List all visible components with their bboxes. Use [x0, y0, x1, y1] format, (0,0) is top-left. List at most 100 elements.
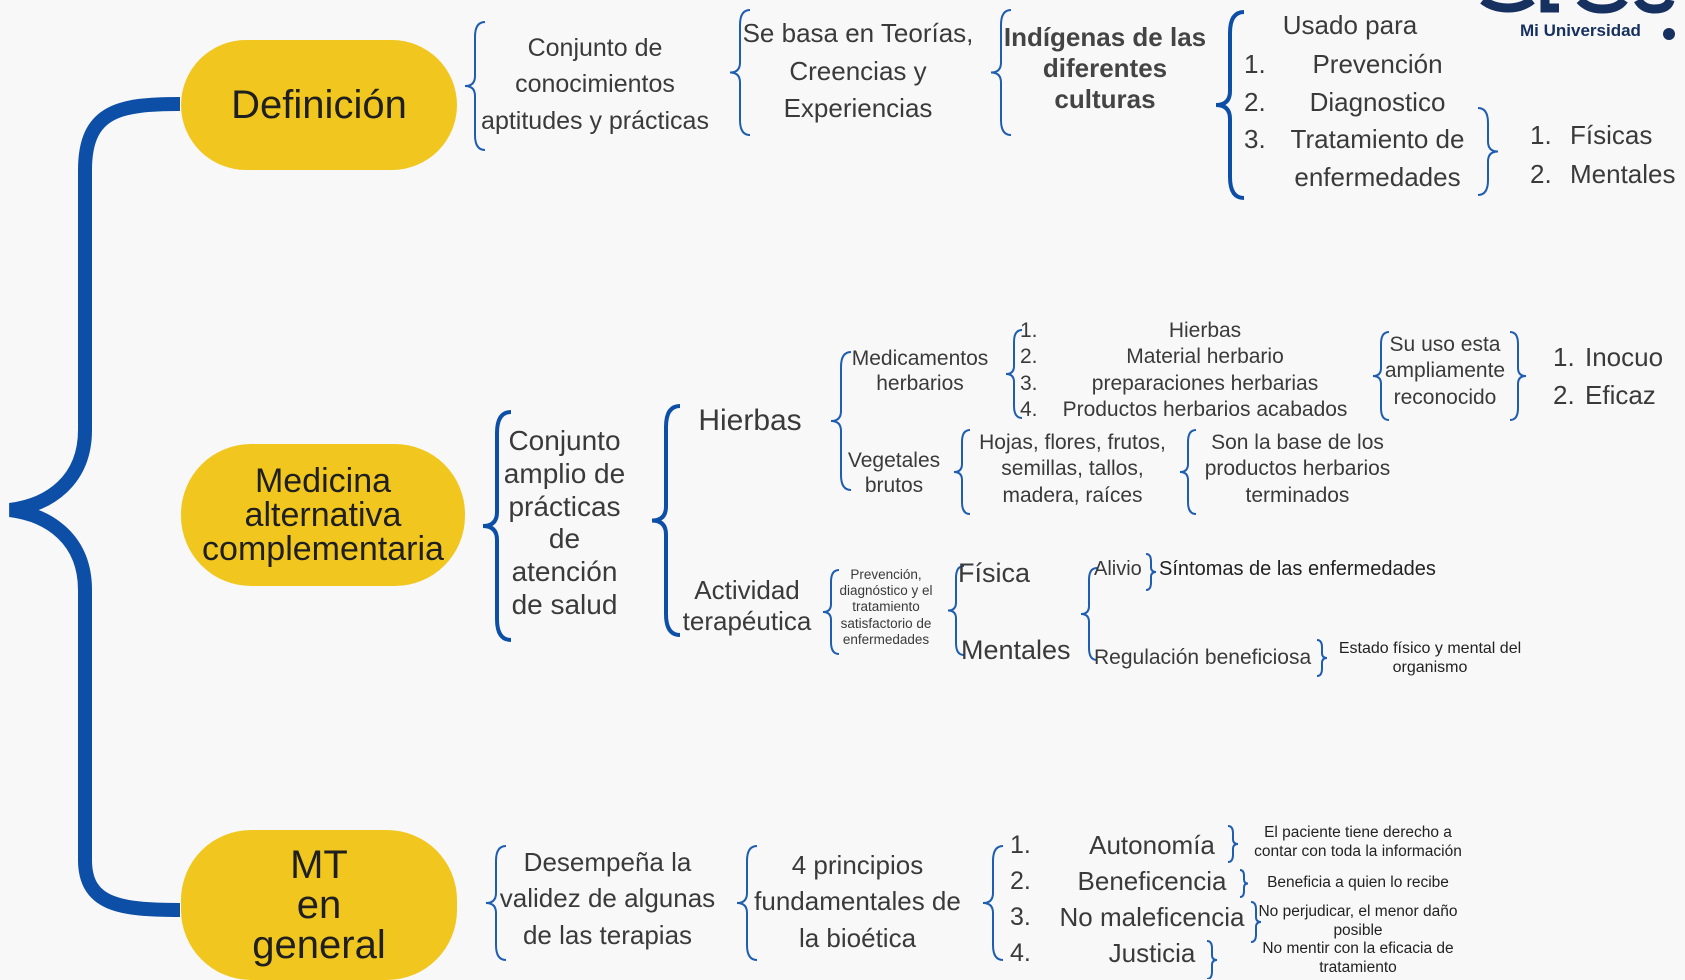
- brace-uso: [1372, 331, 1390, 421]
- main-brace: [8, 97, 181, 917]
- medicina-conjunto: Conjunto amplio de prácticas de atención…: [503, 425, 626, 620]
- logo-text: Mi Universidad: [1520, 21, 1641, 40]
- definicion-indigenas: Indígenas de las diferentes culturas: [1003, 22, 1207, 115]
- list-item-number: 3.: [1244, 124, 1266, 155]
- brace-justicia: [1206, 940, 1218, 979]
- list-item: 1. Prevención: [1244, 46, 1475, 84]
- list-item: 2. Material herbario: [1020, 344, 1360, 370]
- list-item-label: Tratamiento de enfermedades: [1290, 124, 1465, 193]
- medicina-alivio: Alivio: [1094, 558, 1142, 580]
- brace-beneficencia: [1239, 869, 1249, 898]
- principle-number: 3.: [1010, 903, 1031, 931]
- medicina-hierbas: Hierbas: [698, 404, 802, 437]
- logo: [1480, 0, 1675, 40]
- brace-uso-list: [1509, 331, 1527, 421]
- brace-definicion-conjunto: [464, 21, 486, 151]
- definicion-teorias: Se basa en Teorías, Creencias y Experien…: [742, 18, 974, 124]
- list-item-label: preparaciones herbarias: [1091, 371, 1319, 395]
- brace-med-list: [1005, 329, 1023, 419]
- principle-number: 4.: [1010, 939, 1031, 967]
- list-item-label: Inocuo: [1585, 342, 1664, 372]
- medicina-uso: Su uso esta ampliamente reconocido: [1384, 333, 1506, 409]
- principle-description: No mentir con la eficacia de tratamiento: [1262, 940, 1454, 976]
- principle-label: Justicia: [1108, 938, 1196, 968]
- list-item-number: 2.: [1553, 379, 1575, 410]
- list-item-number: 2.: [1530, 159, 1552, 189]
- brace-no-maleficencia: [1250, 901, 1262, 943]
- brace-mt-principios: [736, 845, 758, 961]
- list-item-number: 1.: [1530, 120, 1552, 150]
- list-item: 1.Inocuo: [1553, 339, 1663, 377]
- brace-alivio-regulacion: [1080, 567, 1098, 661]
- list-item-label: Prevención: [1312, 49, 1443, 79]
- brace-autonomia: [1227, 825, 1239, 863]
- principle-description: El paciente tiene derecho a contar con t…: [1254, 824, 1462, 860]
- list-item-number: 1.: [1020, 319, 1038, 342]
- list-item-number: 4.: [1020, 397, 1038, 421]
- principle-number: 1.: [1010, 831, 1031, 859]
- medicina-medicamentos: Medicamentos herbarios: [851, 347, 989, 396]
- list-item-label: Hierbas: [1168, 319, 1242, 342]
- medicina-sintomas: Síntomas de las enfermedades: [1159, 558, 1436, 580]
- brace-regulacion: [1316, 639, 1328, 677]
- brace-mt-desempena: [485, 845, 507, 961]
- definicion-usos-list: 1. Prevención 2. Diagnostico 3. Tratamiento d…: [1244, 46, 1475, 197]
- node-mt-general: MT en general: [181, 830, 457, 980]
- list-item-number: 3.: [1020, 371, 1038, 395]
- brace-mt-list: [982, 845, 1004, 961]
- brace-usado-para: [1215, 10, 1245, 200]
- principle-label: Autonomía: [1089, 830, 1215, 860]
- node-medicina-alternativa: Medicina alternativa complementaria: [181, 444, 465, 586]
- brace-alivio: [1145, 553, 1157, 591]
- medicina-partes: Hojas, flores, frutos, semillas, tallos,…: [979, 431, 1166, 507]
- medicina-estado: Estado físico y mental del organismo: [1338, 640, 1522, 677]
- brace-base: [1179, 429, 1197, 515]
- list-item: 2. Diagnostico: [1244, 84, 1475, 122]
- list-item: 3. preparaciones herbarias: [1020, 371, 1360, 397]
- medicina-prevencion: Prevención, diagnóstico y el tratamiento…: [839, 567, 933, 647]
- brace-teorias: [729, 9, 751, 136]
- list-item: 3. Tratamiento de enfermedades: [1244, 121, 1475, 196]
- list-item-number: 2.: [1020, 345, 1038, 369]
- list-item-label: Diagnostico: [1309, 86, 1446, 117]
- principle-number: 2.: [1010, 867, 1031, 895]
- brace-partes: [953, 429, 971, 515]
- list-item: 4. Productos herbarios acabados: [1020, 397, 1360, 423]
- medicina-fisica: Física: [958, 558, 1031, 588]
- brace-fisica-mentales: [947, 565, 965, 656]
- list-item: 2. Mentales: [1530, 155, 1676, 194]
- medicina-vegetales: Vegetales brutos: [847, 449, 941, 498]
- definicion-conjunto: Conjunto de conocimientos aptitudes y pr…: [481, 34, 709, 135]
- list-item-label: Material herbario: [1126, 345, 1284, 369]
- brace-medicamentos-vegetales: [830, 351, 852, 491]
- list-item-label: Eficaz: [1585, 379, 1656, 410]
- principle-description: No perjudicar, el menor daño posible: [1258, 903, 1458, 939]
- list-item-label: Físicas: [1570, 120, 1653, 150]
- definicion-usado-para: Usado para: [1282, 10, 1418, 40]
- brace-tipos: [1477, 107, 1499, 196]
- list-item: 1. Físicas: [1530, 116, 1676, 155]
- brace-hierbas-actividad: [651, 404, 681, 637]
- medicina-regulacion: Regulación beneficiosa: [1094, 646, 1312, 669]
- brace-medicina-conjunto: [482, 410, 512, 642]
- list-item-number: 1.: [1244, 49, 1266, 79]
- definicion-tipos-list: 1. Físicas 2. Mentales: [1530, 116, 1676, 194]
- brace-prevencion: [822, 569, 840, 655]
- medicina-med-list: 1. Hierbas 2. Material herbario 3. preparacio…: [1020, 318, 1360, 423]
- mt-principios: 4 principios fundamentales de la bioétic…: [754, 850, 961, 953]
- mt-desempena: Desempeña la validez de algunas de las t…: [499, 847, 716, 950]
- logo-dot-icon: [1663, 28, 1675, 40]
- medicina-base: Son la base de los productos herbarios t…: [1204, 431, 1391, 507]
- list-item-label: Mentales: [1570, 159, 1676, 189]
- principle-label: No maleficencia: [1059, 902, 1245, 932]
- principle-label: Beneficencia: [1077, 866, 1227, 896]
- medicina-actividad: Actividad terapéutica: [682, 575, 812, 637]
- list-item: 1. Hierbas: [1020, 318, 1360, 344]
- list-item: 2. Eficaz: [1553, 377, 1663, 415]
- principle-description: Beneficia a quien lo recibe: [1267, 874, 1449, 891]
- list-item-number: 2.: [1244, 86, 1266, 117]
- list-item-label: Productos herbarios acabados: [1062, 397, 1348, 421]
- brace-indigenas: [990, 9, 1012, 136]
